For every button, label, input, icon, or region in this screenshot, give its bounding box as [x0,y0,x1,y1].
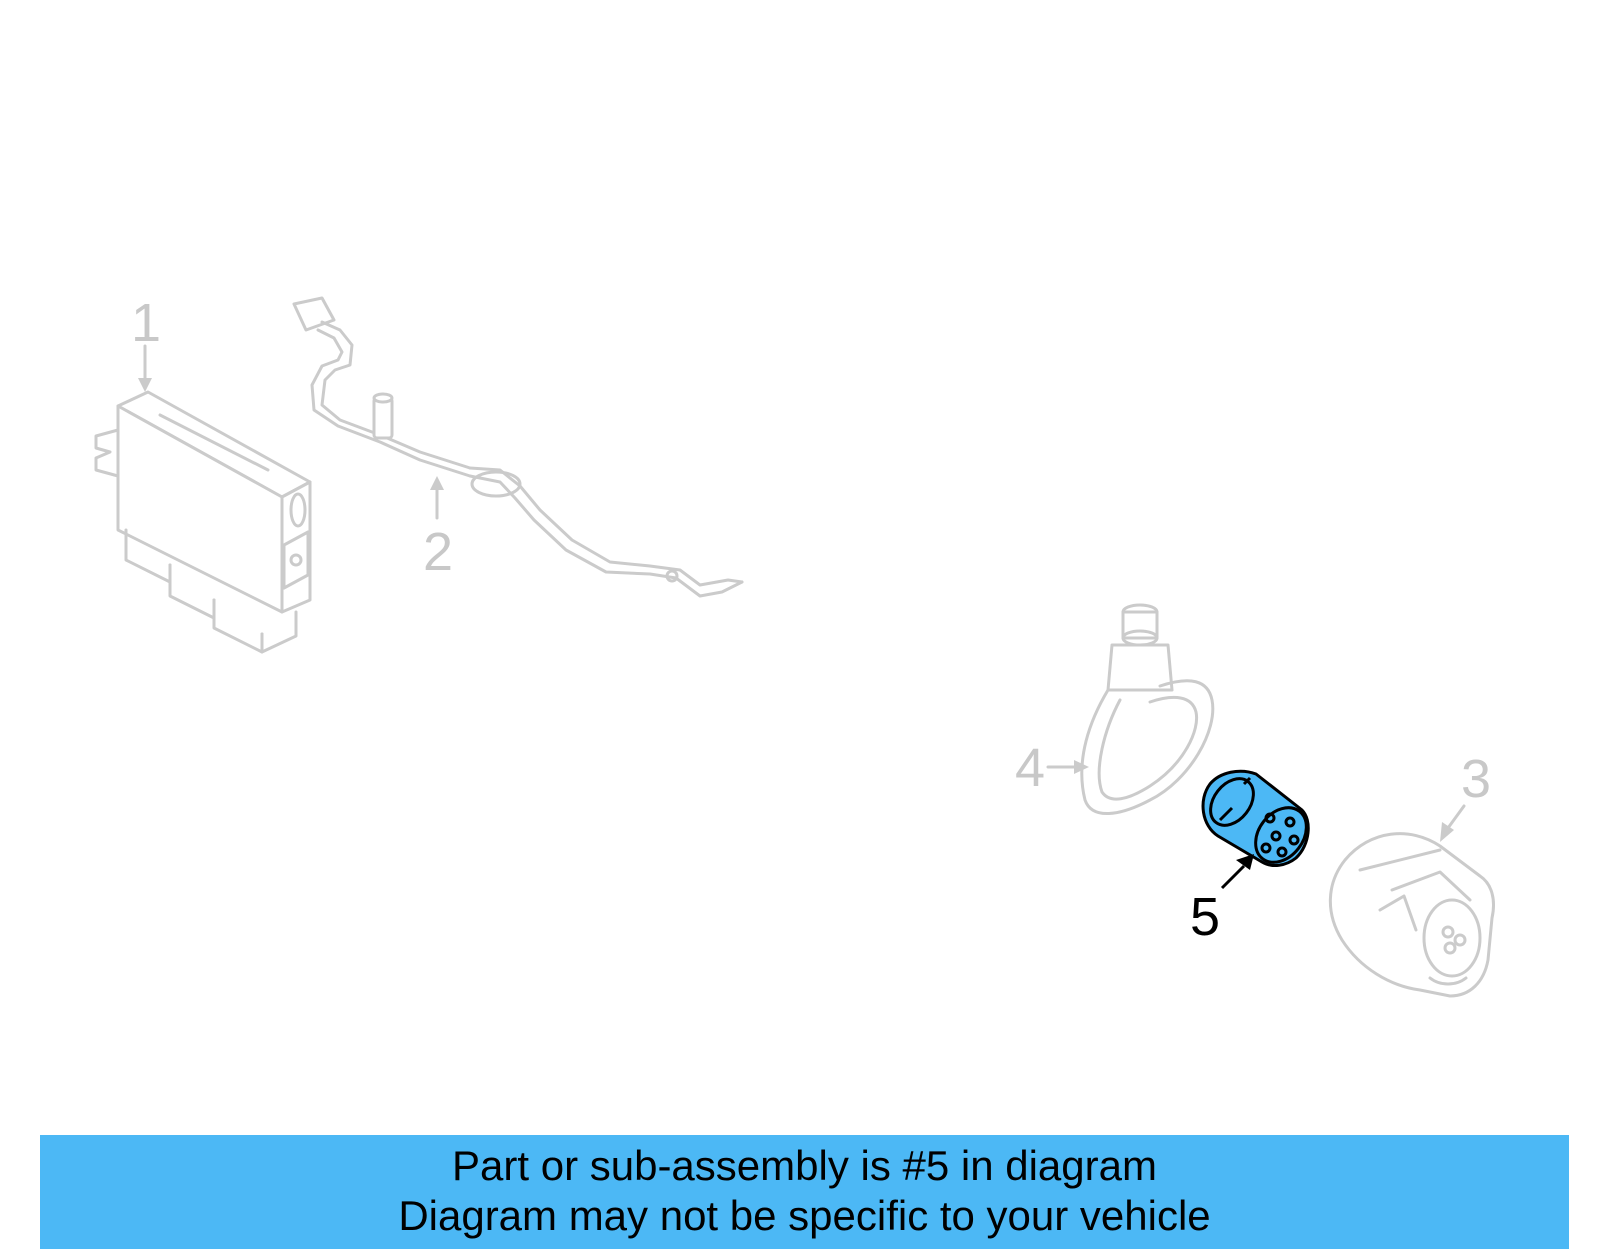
banner-line-2: Diagram may not be specific to your vehi… [398,1192,1211,1239]
part-1-control-module[interactable]: 1 [94,293,312,654]
harness-cable [292,296,744,598]
callout-5: 5 [1190,887,1220,947]
housing-body [1328,832,1495,998]
part-2-wiring-harness[interactable]: 2 [292,296,744,598]
callout-3: 3 [1461,749,1491,809]
part-5-parking-sensor[interactable]: 5 [1190,769,1317,947]
caption-banner: Part or sub-assembly is #5 in diagram Di… [40,1135,1569,1249]
callout-4: 4 [1015,738,1045,798]
callout-5-arrow [1220,854,1254,890]
callout-4-arrow [1046,760,1089,774]
callout-2: 2 [423,522,453,582]
callout-1: 1 [131,293,161,353]
callout-2-arrow [430,476,444,520]
part-4-sensor-bracket[interactable]: 4 [1015,603,1215,815]
callout-3-arrow [1440,804,1466,842]
callout-1-arrow [138,344,152,392]
bracket-ring [1080,603,1215,815]
banner-line-1: Part or sub-assembly is #5 in diagram [452,1142,1157,1189]
control-module-body [94,390,312,654]
sensor-body [1201,769,1310,867]
part-3-sensor-housing[interactable]: 3 [1328,749,1495,998]
